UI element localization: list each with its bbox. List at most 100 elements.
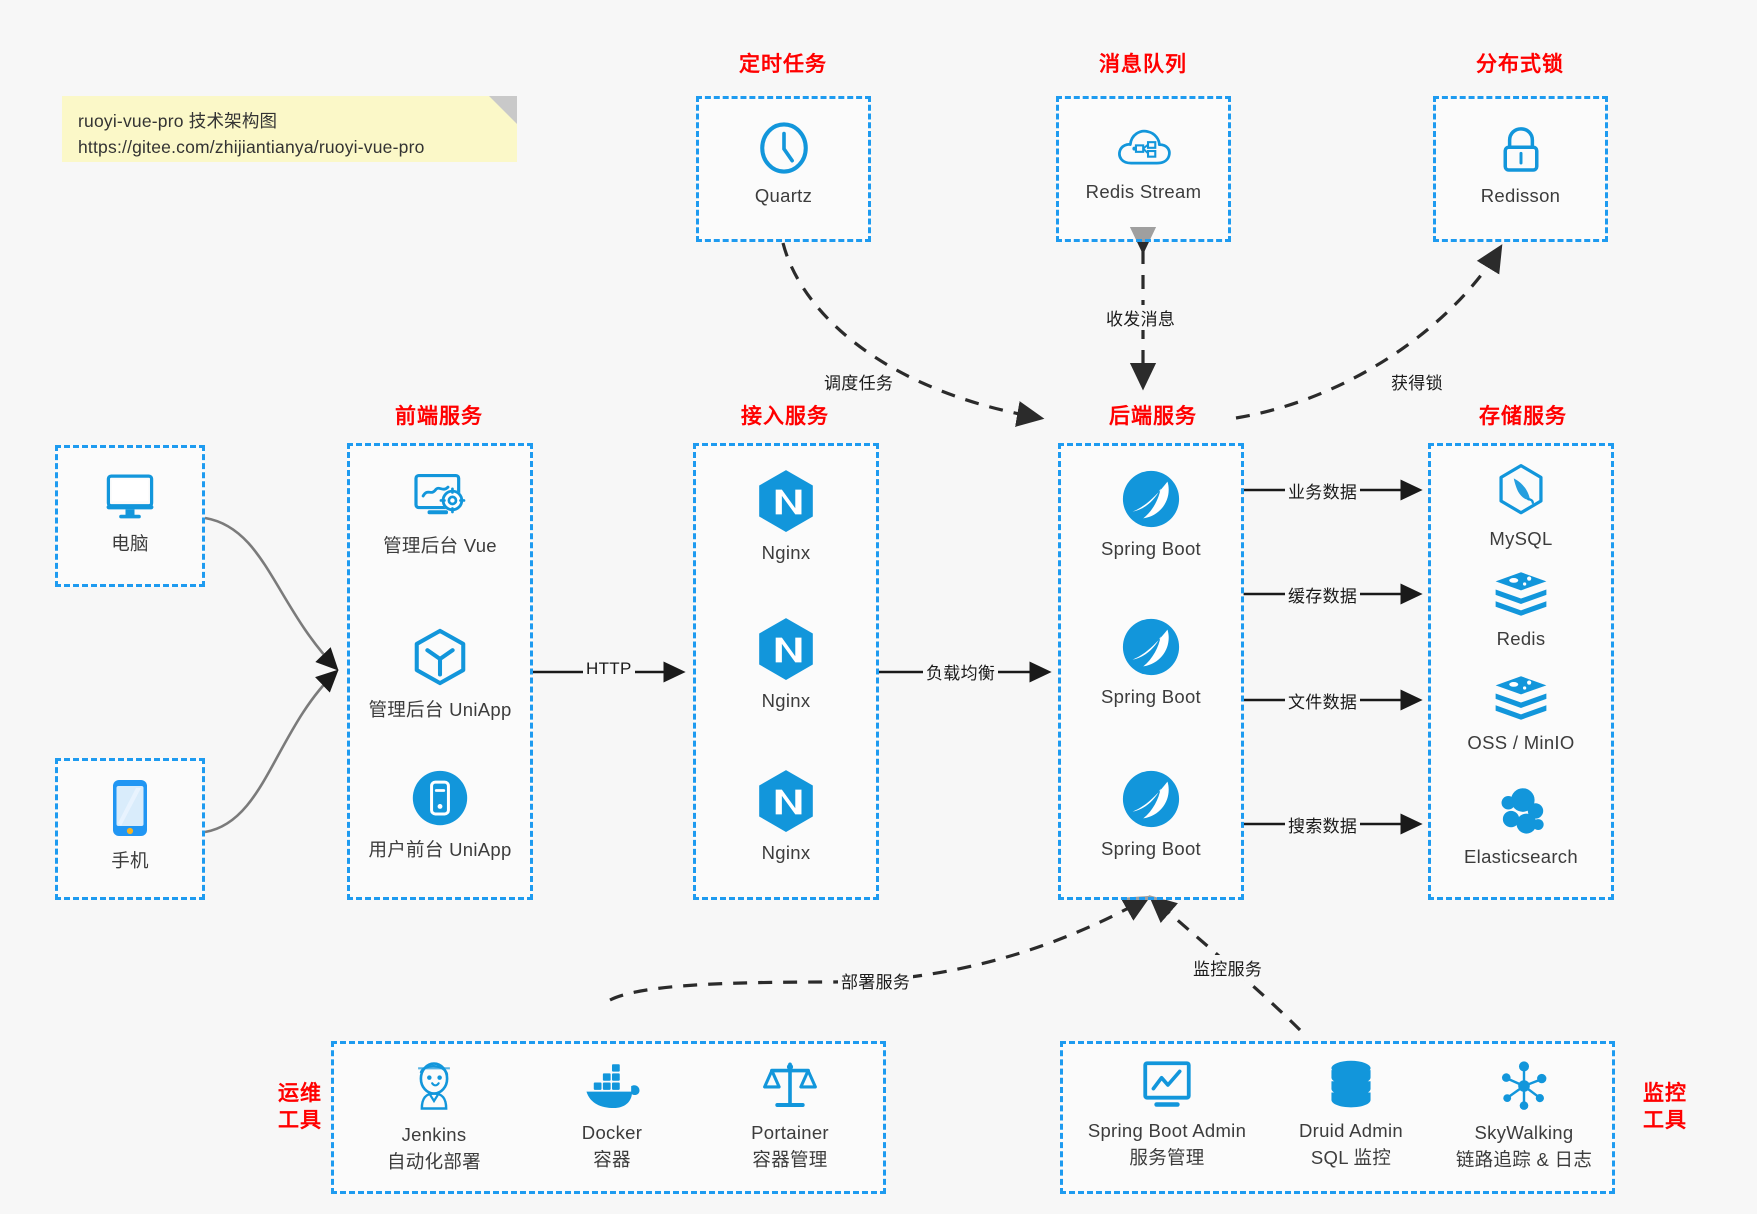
node-mysql[interactable]: MySQL <box>1431 462 1611 550</box>
group-box-scheduled-tasks: Quartz <box>696 96 871 242</box>
note-fold-corner <box>489 96 517 124</box>
node-spring-boot-admin[interactable]: Spring Boot Admin 服务管理 <box>1067 1058 1267 1170</box>
node-label: Redis <box>1496 628 1546 649</box>
edge-label-http: HTTP <box>583 659 635 679</box>
node-label: Spring Boot <box>1101 538 1201 559</box>
oss-minio-icon <box>1495 676 1547 720</box>
node-label: Nginx <box>761 690 811 711</box>
node-label: 用户前台 UniApp <box>368 839 512 860</box>
node-label: 管理后台 UniApp <box>368 699 512 720</box>
docker-icon <box>586 1064 640 1109</box>
node-user-uniapp[interactable]: 用户前台 UniApp <box>350 768 530 862</box>
app-circle-icon <box>412 770 468 826</box>
nginx-icon <box>759 618 813 680</box>
mobile-icon <box>113 780 147 836</box>
node-druid-admin[interactable]: Druid Admin SQL 监控 <box>1261 1058 1441 1170</box>
node-label: 电脑 <box>111 533 149 554</box>
node-label: Nginx <box>761 542 811 563</box>
node-admin-uniapp[interactable]: 管理后台 UniApp <box>350 626 530 722</box>
node-redis-stream[interactable]: Redis Stream <box>1059 121 1228 203</box>
edge-label-cache-data: 缓存数据 <box>1285 582 1361 607</box>
edge-label-file-data: 文件数据 <box>1285 688 1361 713</box>
monitor-chart-icon <box>1143 1061 1191 1107</box>
node-redis[interactable]: Redis <box>1431 568 1611 650</box>
group-title-backend: 后端服务 <box>1109 405 1197 428</box>
lock-icon <box>1503 127 1538 172</box>
note-line-url: https://gitee.com/zhijiantianya/ruoyi-vu… <box>78 137 425 158</box>
node-label: 管理后台 Vue <box>383 535 497 556</box>
node-label: Docker <box>581 1122 643 1143</box>
cloud-stream-icon <box>1117 129 1171 165</box>
node-spring-boot-1[interactable]: Spring Boot <box>1061 468 1241 560</box>
node-nginx-3[interactable]: Nginx <box>696 768 876 864</box>
node-mobile[interactable]: 手机 <box>58 777 202 873</box>
node-oss-minio[interactable]: OSS / MinIO <box>1431 672 1611 754</box>
group-box-devops: Jenkins 自动化部署 Docker 容器 <box>331 1041 886 1194</box>
skywalking-icon <box>1501 1061 1547 1110</box>
group-title-monitoring-line2: 工具 <box>1643 1109 1687 1133</box>
node-nginx-2[interactable]: Nginx <box>696 616 876 712</box>
group-box-backend: Spring Boot Spring Boot Spring Boot <box>1058 443 1244 900</box>
group-title-monitoring: 监控 工具 <box>1625 1080 1705 1135</box>
node-label: Quartz <box>754 185 813 206</box>
node-label: MySQL <box>1489 528 1553 549</box>
group-box-access: Nginx Nginx Nginx <box>693 443 879 900</box>
node-sublabel: 自动化部署 <box>386 1151 481 1172</box>
node-portainer[interactable]: Portainer 容器管理 <box>700 1058 880 1172</box>
node-quartz[interactable]: Quartz <box>699 119 868 207</box>
node-sublabel: 链路追踪 & 日志 <box>1455 1149 1593 1170</box>
node-label: Druid Admin <box>1298 1120 1404 1141</box>
node-label: Jenkins <box>401 1124 467 1145</box>
node-nginx-1[interactable]: Nginx <box>696 468 876 564</box>
spring-boot-icon <box>1122 470 1180 528</box>
edge-label-monitor-service: 监控服务 <box>1190 955 1266 980</box>
group-title-devops-line2: 工具 <box>278 1109 322 1133</box>
node-elasticsearch[interactable]: Elasticsearch <box>1431 782 1611 868</box>
node-spring-boot-3[interactable]: Spring Boot <box>1061 768 1241 860</box>
edge-label-business-data: 业务数据 <box>1285 478 1361 503</box>
group-box-storage: MySQL Redis OSS / MinIO <box>1428 443 1614 900</box>
group-title-message-queue: 消息队列 <box>1099 53 1187 76</box>
edge-label-acquire-lock: 获得锁 <box>1388 369 1446 394</box>
note-line-title: ruoyi-vue-pro 技术架构图 <box>78 111 278 131</box>
group-title-devops: 运维 工具 <box>260 1080 340 1135</box>
group-title-storage: 存储服务 <box>1479 405 1567 428</box>
database-icon <box>1331 1060 1371 1108</box>
node-sublabel: 服务管理 <box>1129 1147 1205 1168</box>
spring-boot-icon <box>1122 770 1180 828</box>
node-sublabel: 容器管理 <box>752 1149 828 1170</box>
mysql-icon <box>1499 463 1543 515</box>
group-title-monitoring-line1: 监控 <box>1643 1082 1687 1105</box>
group-box-client-mobile: 手机 <box>55 758 205 900</box>
node-skywalking[interactable]: SkyWalking 链路追踪 & 日志 <box>1429 1058 1619 1172</box>
nginx-icon <box>759 770 813 832</box>
node-label: OSS / MinIO <box>1467 732 1575 753</box>
clock-icon <box>759 122 808 174</box>
group-title-distributed-lock: 分布式锁 <box>1476 53 1564 76</box>
node-label: Elasticsearch <box>1464 846 1578 867</box>
cube-icon <box>414 628 466 686</box>
group-title-frontend: 前端服务 <box>395 405 483 428</box>
node-sublabel: SQL 监控 <box>1310 1147 1392 1168</box>
edge-label-search-data: 搜索数据 <box>1285 812 1361 837</box>
node-label: Spring Boot <box>1101 686 1201 707</box>
group-title-scheduled-tasks: 定时任务 <box>739 53 827 76</box>
node-sublabel: 容器 <box>593 1149 631 1170</box>
edge-label-send-receive-message: 收发消息 <box>1103 305 1179 330</box>
node-admin-vue[interactable]: 管理后台 Vue <box>350 468 530 558</box>
node-jenkins[interactable]: Jenkins 自动化部署 <box>344 1058 524 1174</box>
group-title-devops-line1: 运维 <box>278 1082 322 1105</box>
node-spring-boot-2[interactable]: Spring Boot <box>1061 616 1241 708</box>
node-redisson[interactable]: Redisson <box>1436 121 1605 207</box>
nginx-icon <box>759 470 813 532</box>
group-box-client-desktop: 电脑 <box>55 445 205 587</box>
desktop-icon <box>106 474 154 519</box>
jenkins-icon <box>418 1062 450 1110</box>
node-docker[interactable]: Docker 容器 <box>522 1062 702 1172</box>
group-box-frontend: 管理后台 Vue 管理后台 UniApp 用户前台 UniApp <box>347 443 533 900</box>
node-label: Spring Boot <box>1101 838 1201 859</box>
node-desktop[interactable]: 电脑 <box>58 468 202 556</box>
node-label: Spring Boot Admin <box>1087 1120 1247 1141</box>
spring-boot-icon <box>1122 618 1180 676</box>
